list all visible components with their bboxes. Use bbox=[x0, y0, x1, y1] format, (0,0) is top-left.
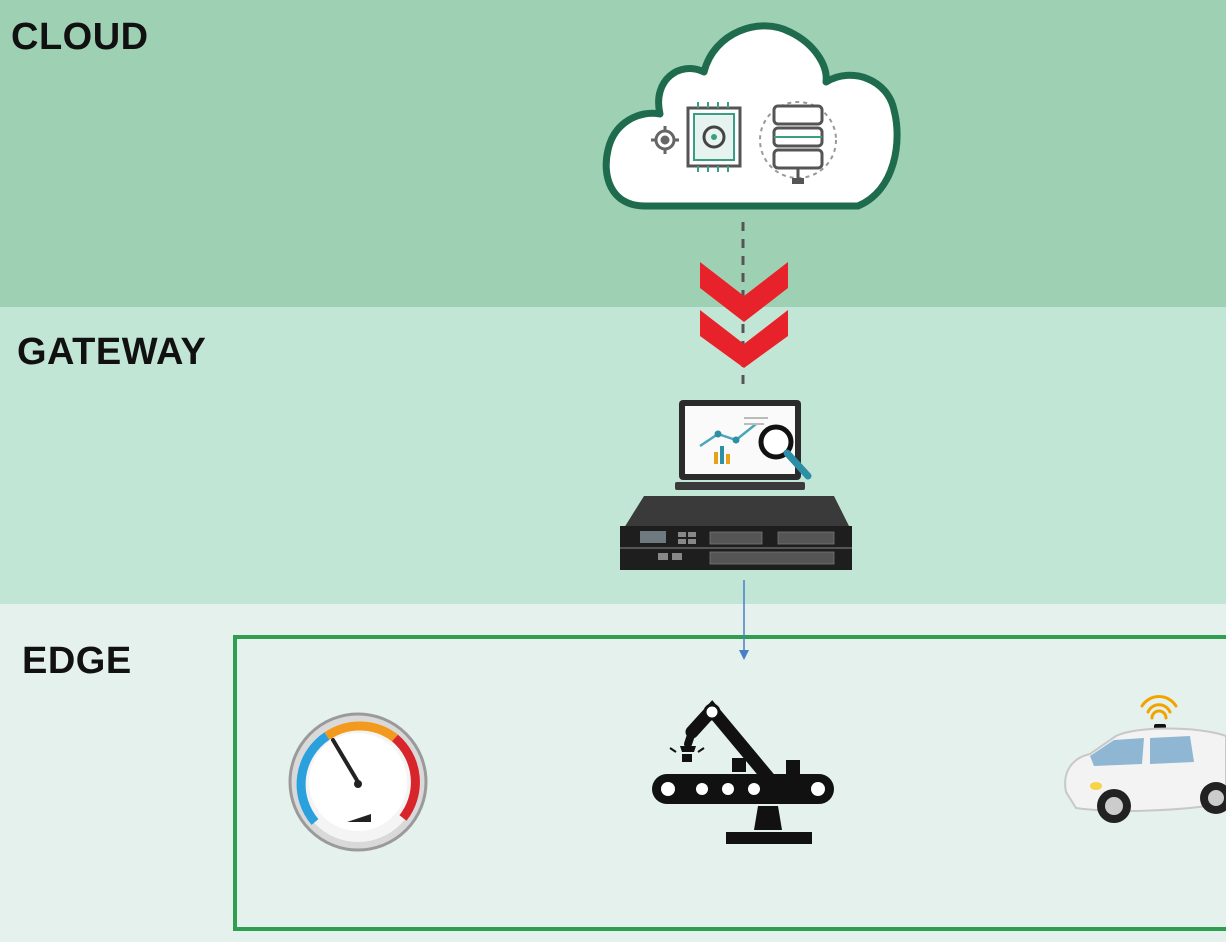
edge-devices-frame bbox=[233, 635, 1226, 931]
edge-layer-label: EDGE bbox=[22, 640, 132, 682]
edge-layer bbox=[0, 604, 1226, 942]
gateway-layer bbox=[0, 307, 1226, 604]
gateway-edge-arrow bbox=[739, 580, 749, 660]
downward-chevrons-icon bbox=[700, 262, 788, 368]
rack-server-icon bbox=[620, 496, 852, 570]
analytics-laptop-icon bbox=[675, 400, 812, 490]
pressure-gauge-icon bbox=[288, 712, 428, 852]
autonomous-car-icon bbox=[1064, 695, 1226, 823]
cloud-layer-label: CLOUD bbox=[11, 16, 149, 58]
robotic-arm-conveyor-icon bbox=[652, 700, 834, 844]
cloud-computing-icon bbox=[602, 22, 901, 210]
gateway-layer-label: GATEWAY bbox=[17, 331, 207, 373]
